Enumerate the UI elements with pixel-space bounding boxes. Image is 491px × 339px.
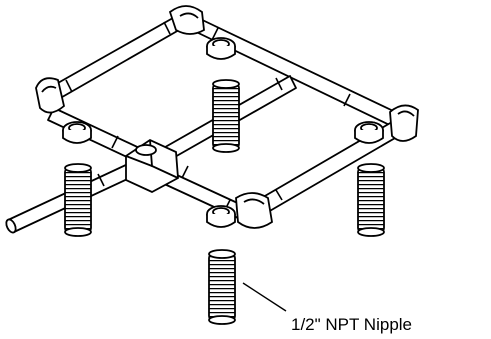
socket-left <box>62 121 92 144</box>
pipe-inlet-end <box>5 218 17 234</box>
elbow-fitting-icon <box>35 77 65 114</box>
threaded-nipple-icon <box>212 79 240 153</box>
threaded-nipple-icon <box>208 249 236 325</box>
fitting-sockets <box>62 37 384 228</box>
threaded-nipples <box>64 79 385 325</box>
elbow-fitting-icon <box>389 104 419 142</box>
threaded-nipple-icon <box>64 163 92 237</box>
pipe-back-left <box>41 13 187 105</box>
cross-fitting-icon <box>125 138 179 194</box>
tee-fitting-icon <box>235 192 273 229</box>
callout-leader-line <box>242 282 287 312</box>
threaded-nipple-icon <box>357 163 385 237</box>
elbow-fitting-icon <box>168 5 205 35</box>
callout-label: 1/2" NPT Nipple <box>291 315 412 334</box>
socket-right <box>354 121 384 144</box>
socket-front <box>206 205 236 228</box>
socket-back <box>206 37 236 60</box>
